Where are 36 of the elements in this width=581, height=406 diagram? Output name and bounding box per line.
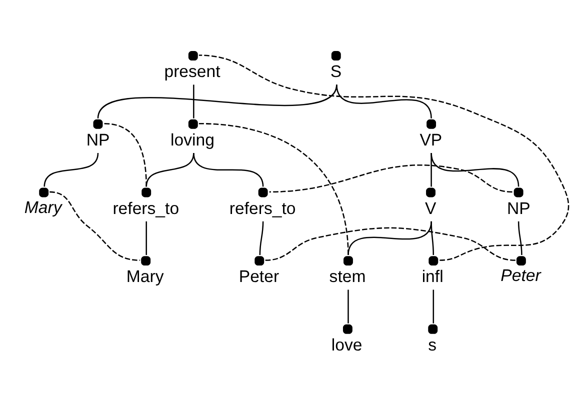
node-label: Peter [238,266,280,286]
connector [430,220,434,255]
connector [198,122,349,255]
node-label: Peter [500,266,541,285]
node-label: NP [507,198,530,218]
connector [430,152,520,186]
connector [193,152,264,186]
node-label: love [331,334,362,354]
node-label: VP [420,130,442,149]
node-label: NP [86,130,110,149]
connector [259,220,264,255]
node-label: stem [329,266,366,286]
connector [104,122,147,186]
node-label: refers_to [229,198,296,218]
connector [265,226,516,260]
connector [50,190,140,260]
connector [97,84,338,118]
connector [269,164,512,192]
connector [348,289,349,323]
connector [432,289,434,323]
node-label: Mary [24,197,62,216]
connector [198,54,570,260]
connector [430,152,432,186]
node-label: V [424,198,436,218]
connector [336,84,432,118]
node-label: loving [170,130,214,149]
connector [146,220,147,255]
node-label: refers_to [112,198,180,218]
node-label: Mary [126,266,164,286]
connector [193,84,194,118]
node-label: s [428,334,437,354]
node-label: S [330,62,342,81]
connector [44,152,99,186]
node-label: present [164,62,220,81]
node-label: infl [422,266,444,286]
connector [518,220,522,255]
